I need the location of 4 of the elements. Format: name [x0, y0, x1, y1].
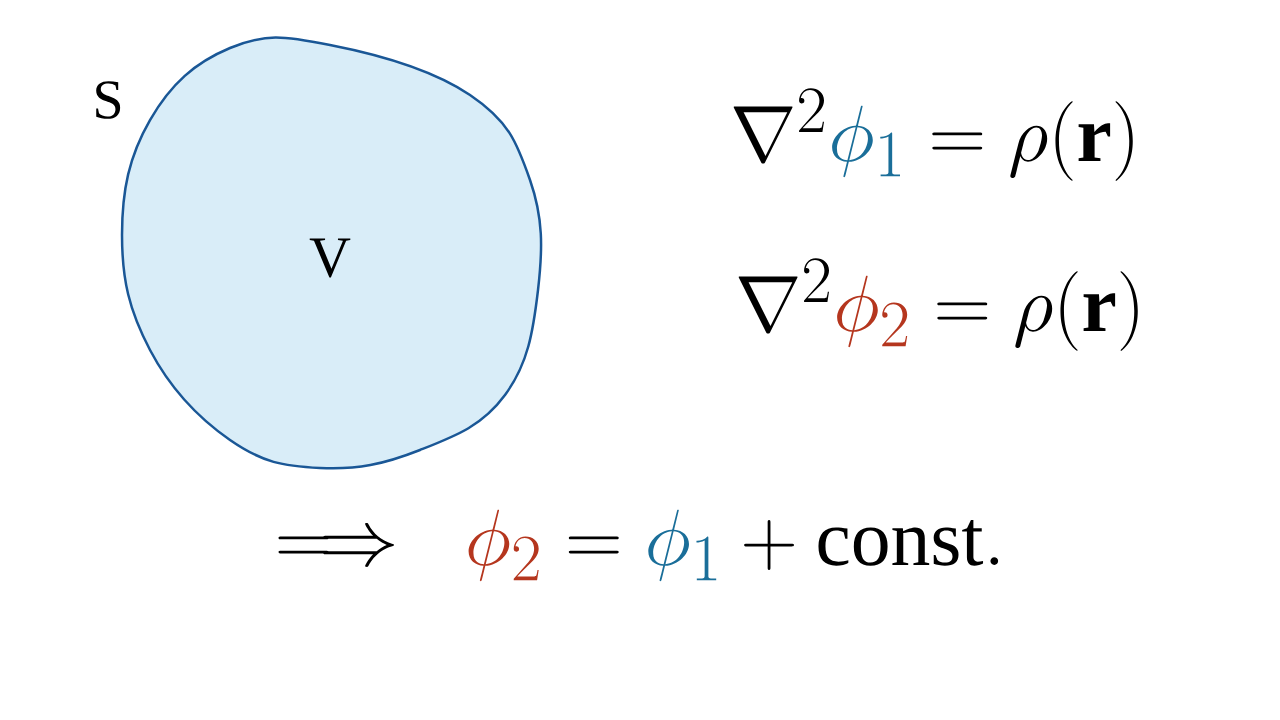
equation: $\nabla^2 {\color[HTML]{1A6E99}\phi_1} = \rho(\mathbf{r})$ — [733, 88, 1133, 181]
equation: $\Longrightarrow\;\; {\color[HTML]{B5361E}\phi_2} = {\color[HTML]{1A6E99}\phi_1} + \mathrm{const.}$ — [278, 509, 999, 582]
region-drawing: V — [120, 36, 543, 470]
equation: $\nabla^2 {\color[HTML]{B5361E}\phi_2} = \rho(\mathbf{r})$ — [738, 258, 1138, 351]
